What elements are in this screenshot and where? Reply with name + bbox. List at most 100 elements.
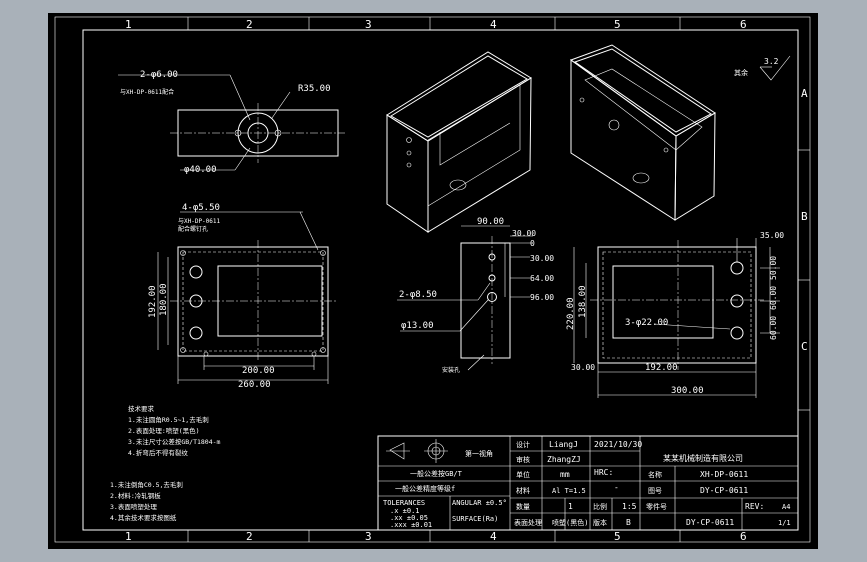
notes2-3: 3.表面喷塑处理 bbox=[110, 502, 157, 511]
front-view bbox=[157, 211, 336, 384]
rear-dim-220: 220.00 bbox=[566, 297, 576, 330]
hrc-value: - bbox=[614, 483, 619, 492]
rear-hole-callout: 3-φ22.00 bbox=[625, 318, 668, 328]
side-dim-30-top: 30.00 bbox=[512, 229, 536, 238]
sheet-size: A4 bbox=[782, 503, 790, 511]
version-value: B bbox=[626, 518, 631, 527]
tol-row-2: 一般公差精度等级f bbox=[395, 484, 455, 493]
top-dia-dim: φ40.00 bbox=[184, 165, 217, 175]
notes2-2: 2.材料:冷轧钢板 bbox=[110, 491, 161, 500]
material-label: 材料 bbox=[516, 486, 530, 495]
col-label-6: 6 bbox=[740, 18, 747, 31]
side-dim-64: 64.00 bbox=[530, 274, 554, 283]
qty-value: 1 bbox=[568, 502, 573, 511]
code-label: 图号 bbox=[648, 487, 662, 495]
row-label-c: C bbox=[801, 340, 808, 353]
material-value: Al T=1.5 bbox=[552, 487, 586, 495]
col-label-2-bottom: 2 bbox=[246, 530, 253, 543]
col-label-5-bottom: 5 bbox=[614, 530, 621, 543]
row-label-a: A bbox=[801, 87, 808, 100]
design-date: 2021/10/30 bbox=[594, 440, 642, 449]
rear-view bbox=[573, 238, 780, 398]
name-label: 名称 bbox=[648, 470, 662, 479]
col-label-3-bottom: 3 bbox=[365, 530, 372, 543]
side-dim-96: 96.00 bbox=[530, 293, 554, 302]
col-label-1-bottom: 1 bbox=[125, 530, 132, 543]
surface-label: SURFACE(Ra) bbox=[452, 515, 498, 523]
row-label-b: B bbox=[801, 210, 808, 223]
side-hole-1: 2-φ8.50 bbox=[399, 290, 437, 300]
top-hole-callout: 2-φ6.00 bbox=[140, 70, 178, 80]
scale-value: 1:5 bbox=[622, 502, 637, 511]
drawing-sheet bbox=[48, 13, 818, 549]
roughness-note: 其余 bbox=[734, 68, 748, 77]
front-note-2: 配合螺钉孔 bbox=[178, 225, 208, 233]
side-note: 安装孔 bbox=[442, 366, 460, 374]
part-value: DY-CP-0611 bbox=[686, 518, 734, 527]
tech-note-1: 1.未注圆角R0.5~1,去毛刺 bbox=[128, 415, 209, 424]
hrc-label: HRC: bbox=[594, 468, 613, 477]
col-label-4-bottom: 4 bbox=[490, 530, 497, 543]
front-note-1: 与XH-DP-0611 bbox=[178, 217, 221, 225]
company-name: 某某机械制造有限公司 bbox=[663, 453, 743, 463]
front-dim-180: 180.00 bbox=[159, 283, 169, 316]
col-label-4: 4 bbox=[490, 18, 497, 31]
col-label-2: 2 bbox=[246, 18, 253, 31]
checker-name: ZhangZJ bbox=[547, 455, 581, 464]
rear-dim-60a: 60.00 bbox=[769, 286, 778, 310]
side-view bbox=[397, 225, 533, 371]
roughness-symbol bbox=[759, 55, 791, 81]
title-block bbox=[377, 435, 799, 531]
side-dim-90: 90.00 bbox=[477, 217, 504, 227]
outer-frame bbox=[54, 16, 811, 543]
col-label-3: 3 bbox=[365, 18, 372, 31]
side-hole-2: φ13.00 bbox=[401, 321, 434, 331]
side-dim-0: 0 bbox=[530, 239, 535, 248]
isometric-view-front bbox=[386, 51, 532, 233]
unit-label: 单位 bbox=[516, 470, 530, 479]
tech-notes-title: 技术要求 bbox=[128, 404, 155, 413]
general-tol-title: 一般公差按GB/T bbox=[410, 469, 463, 478]
front-dim-192: 192.00 bbox=[148, 285, 158, 318]
rev-label: REV: bbox=[745, 502, 764, 511]
notes2-4: 4.其余技术要求按图纸 bbox=[110, 513, 177, 522]
code-value: DY-CP-0611 bbox=[700, 486, 748, 495]
scale-label: 比例 bbox=[593, 502, 607, 511]
front-dim-200: 200.00 bbox=[242, 366, 275, 376]
designer-name: LiangJ bbox=[549, 440, 578, 449]
tech-note-3: 3.未注尺寸公差按GB/T1804-m bbox=[128, 437, 221, 446]
page-number: 1/1 bbox=[778, 519, 791, 527]
rear-dim-50: 50.00 bbox=[769, 256, 778, 280]
surface-treat-value: 喷塑(黑色) bbox=[552, 518, 588, 527]
unit-value: mm bbox=[560, 470, 570, 479]
tol-xxx: .xxx ±0.01 bbox=[390, 521, 432, 529]
col-label-5: 5 bbox=[614, 18, 621, 31]
part-label: 零件号 bbox=[646, 502, 667, 511]
zone-ticks bbox=[187, 17, 810, 542]
rear-dim-192: 192.00 bbox=[645, 363, 678, 373]
front-dim-260: 260.00 bbox=[238, 380, 271, 390]
col-label-6-bottom: 6 bbox=[740, 530, 747, 543]
checker-label: 审核 bbox=[516, 455, 530, 464]
rear-dim-60b: 60.00 bbox=[769, 316, 778, 340]
tol-xx: .xx ±0.05 bbox=[390, 514, 428, 522]
name-value: XH-DP-0611 bbox=[700, 470, 748, 479]
rear-dim-35: 35.00 bbox=[760, 231, 784, 240]
tol-x: .x ±0.1 bbox=[390, 507, 420, 515]
tech-note-2: 2.表面处理:喷塑(黑色) bbox=[128, 426, 200, 435]
surface-treat-label: 表面处理 bbox=[514, 518, 542, 527]
qty-label: 数量 bbox=[516, 502, 530, 511]
front-hole-callout: 4-φ5.50 bbox=[182, 203, 220, 213]
top-radius-dim: R35.00 bbox=[298, 84, 331, 94]
tolerances-label: TOLERANCES bbox=[383, 499, 425, 507]
projection-label: 第一视角 bbox=[465, 449, 493, 458]
rear-dim-30: 30.00 bbox=[571, 363, 595, 372]
rear-dim-300: 300.00 bbox=[671, 386, 704, 396]
isometric-view-rear bbox=[569, 44, 716, 221]
col-label-1: 1 bbox=[125, 18, 132, 31]
rear-dim-138: 138.00 bbox=[578, 285, 588, 318]
top-view bbox=[118, 74, 345, 171]
top-hole-note: 与XH-DP-0611配合 bbox=[120, 88, 174, 96]
angular-label: ANGULAR ±0.5° bbox=[452, 499, 507, 507]
